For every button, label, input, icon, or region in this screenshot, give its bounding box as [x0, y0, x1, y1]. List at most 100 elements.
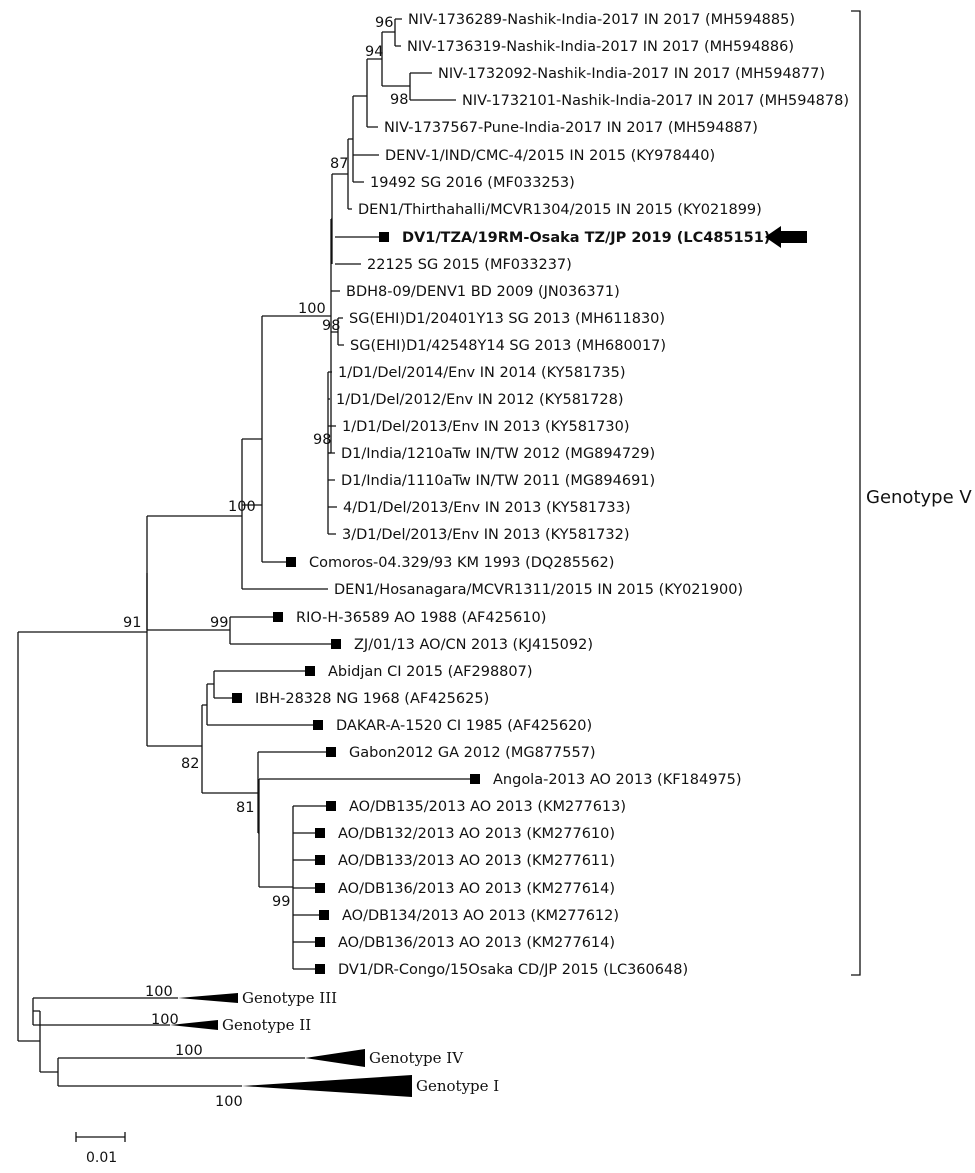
bootstrap-value: 91: [123, 615, 141, 631]
leaf-label: DV1/DR-Congo/15Osaka CD/JP 2015 (LC36064…: [338, 962, 688, 978]
bracket-line: [851, 10, 861, 976]
leaf-label: DENV-1/IND/CMC-4/2015 IN 2015 (KY978440): [385, 148, 715, 164]
collapsed-clades: Genotype III Genotype II Genotype IV Genoty…: [170, 989, 499, 1097]
bootstrap-value: 98: [322, 318, 340, 334]
leaf-label: 1/D1/Del/2013/Env IN 2013 (KY581730): [342, 419, 629, 435]
tree-branch: [381, 31, 410, 87]
leaf-label: NIV-1732092-Nashik-India-2017 IN 2017 (M…: [438, 66, 825, 82]
left-arrow-icon: [765, 226, 807, 248]
tree-branch: [292, 805, 331, 970]
filled-square-marker-icon: [326, 801, 336, 811]
bracket-label: Genotype V: [866, 487, 972, 508]
leaf-label: AO/DB135/2013 AO 2013 (KM277613): [349, 799, 626, 815]
bootstrap-value: 98: [390, 92, 408, 108]
filled-square-marker-icon: [331, 639, 341, 649]
leaf-label: D1/India/1210aTw IN/TW 2012 (MG894729): [341, 446, 655, 462]
leaf-label: 1/D1/Del/2012/Env IN 2012 (KY581728): [336, 392, 623, 408]
tree-branch: [146, 573, 202, 747]
filled-square-marker-icon: [315, 964, 325, 974]
leaf-label: D1/India/1110aTw IN/TW 2011 (MG894691): [341, 473, 655, 489]
bootstrap-value: 100: [215, 1094, 243, 1110]
filled-square-marker-icon: [315, 828, 325, 838]
tree-branch: [331, 173, 348, 264]
filled-square-marker-icon: [273, 612, 283, 622]
leaf-labels: NIV-1736289-Nashik-India-2017 IN 2017 (M…: [232, 12, 849, 978]
filled-square-marker-icon: [315, 855, 325, 865]
tree-branches: [17, 18, 475, 1087]
leaf-label: Comoros-04.329/93 KM 1993 (DQ285562): [309, 555, 614, 571]
leaf-label: DEN1/Thirthahalli/MCVR1304/2015 IN 2015 …: [358, 202, 762, 218]
leaf-label: AO/DB133/2013 AO 2013 (KM277611): [338, 853, 615, 869]
leaf-label: IBH-28328 NG 1968 (AF425625): [255, 691, 489, 707]
leaf-label: DV1/TZA/19RM-Osaka TZ/JP 2019 (LC485151): [402, 230, 770, 246]
leaf-label: NIV-1736319-Nashik-India-2017 IN 2017 (M…: [407, 39, 794, 55]
bootstrap-value: 96: [375, 15, 393, 31]
filled-square-marker-icon: [315, 937, 325, 947]
bootstrap-value: 99: [210, 615, 228, 631]
tree-branch: [352, 95, 379, 183]
collapsed-clade-triangle: [170, 1020, 218, 1030]
filled-square-marker-icon: [379, 232, 389, 242]
filled-square-marker-icon: [232, 693, 242, 703]
leaf-label: 22125 SG 2015 (MF033237): [367, 257, 572, 273]
bootstrap-value: 100: [228, 499, 256, 515]
leaf-label: 4/D1/Del/2013/Env IN 2013 (KY581733): [343, 500, 630, 516]
tree-branch: [347, 138, 353, 210]
leaf-label: DEN1/Hosanagara/MCVR1311/2015 IN 2015 (K…: [334, 582, 743, 598]
filled-square-marker-icon: [326, 747, 336, 757]
filled-square-marker-icon: [315, 883, 325, 893]
genotype-v-bracket: Genotype V: [851, 10, 972, 976]
tree-branch: [17, 632, 40, 1042]
leaf-label: NIV-1732101-Nashik-India-2017 IN 2017 (M…: [462, 93, 849, 109]
bootstrap-value: 100: [145, 984, 173, 1000]
scale-bar-label: 0.01: [86, 1150, 117, 1166]
collapsed-clade-triangle: [242, 1075, 412, 1097]
leaf-label: Gabon2012 GA 2012 (MG877557): [349, 745, 596, 761]
bootstrap-value: 94: [365, 44, 383, 60]
filled-square-marker-icon: [313, 720, 323, 730]
leaf-label: AO/DB134/2013 AO 2013 (KM277612): [342, 908, 619, 924]
collapsed-clade-label: Genotype IV: [369, 1049, 464, 1067]
leaf-label: 3/D1/Del/2013/Env IN 2013 (KY581732): [342, 527, 629, 543]
scale-bar: 0.01: [75, 1132, 126, 1166]
bootstrap-value: 81: [236, 800, 254, 816]
collapsed-clade-triangle: [178, 993, 238, 1003]
leaf-label: Angola-2013 AO 2013 (KF184975): [493, 772, 742, 788]
leaf-label: AO/DB132/2013 AO 2013 (KM277610): [338, 826, 615, 842]
leaf-label: 19492 SG 2016 (MF033253): [370, 175, 575, 191]
bootstrap-value: 82: [181, 756, 199, 772]
leaf-label: NIV-1736289-Nashik-India-2017 IN 2017 (M…: [408, 12, 795, 28]
collapsed-clade-label: Genotype I: [416, 1077, 499, 1095]
bootstrap-value: 100: [151, 1012, 179, 1028]
leaf-label: BDH8-09/DENV1 BD 2009 (JN036371): [346, 284, 620, 300]
left-arrow-icon: [765, 226, 807, 248]
bootstrap-value: 100: [175, 1043, 203, 1059]
leaf-label: Abidjan CI 2015 (AF298807): [328, 664, 533, 680]
tree-branch: [57, 1057, 305, 1087]
scale-bar-line: [75, 1132, 126, 1142]
leaf-label: RIO-H-36589 AO 1988 (AF425610): [296, 610, 546, 626]
leaf-label: AO/DB136/2013 AO 2013 (KM277614): [338, 935, 615, 951]
leaf-label: DAKAR-A-1520 CI 1985 (AF425620): [336, 718, 592, 734]
tree-branch: [201, 704, 258, 794]
tree-branch: [394, 18, 402, 47]
tree-branch: [328, 218, 340, 454]
leaf-label: 1/D1/Del/2014/Env IN 2014 (KY581735): [338, 365, 625, 381]
tree-branch: [257, 751, 331, 834]
bootstrap-value: 87: [330, 156, 348, 172]
collapsed-clade-triangle: [305, 1049, 365, 1067]
tree-branch: [241, 438, 328, 590]
bootstrap-value: 100: [298, 301, 326, 317]
leaf-label: SG(EHI)D1/20401Y13 SG 2013 (MH611830): [349, 311, 665, 327]
tree-branch: [146, 515, 242, 631]
filled-square-marker-icon: [319, 910, 329, 920]
bootstrap-value: 98: [313, 432, 331, 448]
collapsed-clade-label: Genotype II: [222, 1016, 311, 1034]
leaf-label: NIV-1737567-Pune-India-2017 IN 2017 (MH5…: [384, 120, 758, 136]
filled-square-marker-icon: [470, 774, 480, 784]
collapsed-clade-label: Genotype III: [242, 989, 337, 1007]
leaf-label: ZJ/01/13 AO/CN 2013 (KJ415092): [354, 637, 593, 653]
leaf-label: SG(EHI)D1/42548Y14 SG 2013 (MH680017): [350, 338, 666, 354]
